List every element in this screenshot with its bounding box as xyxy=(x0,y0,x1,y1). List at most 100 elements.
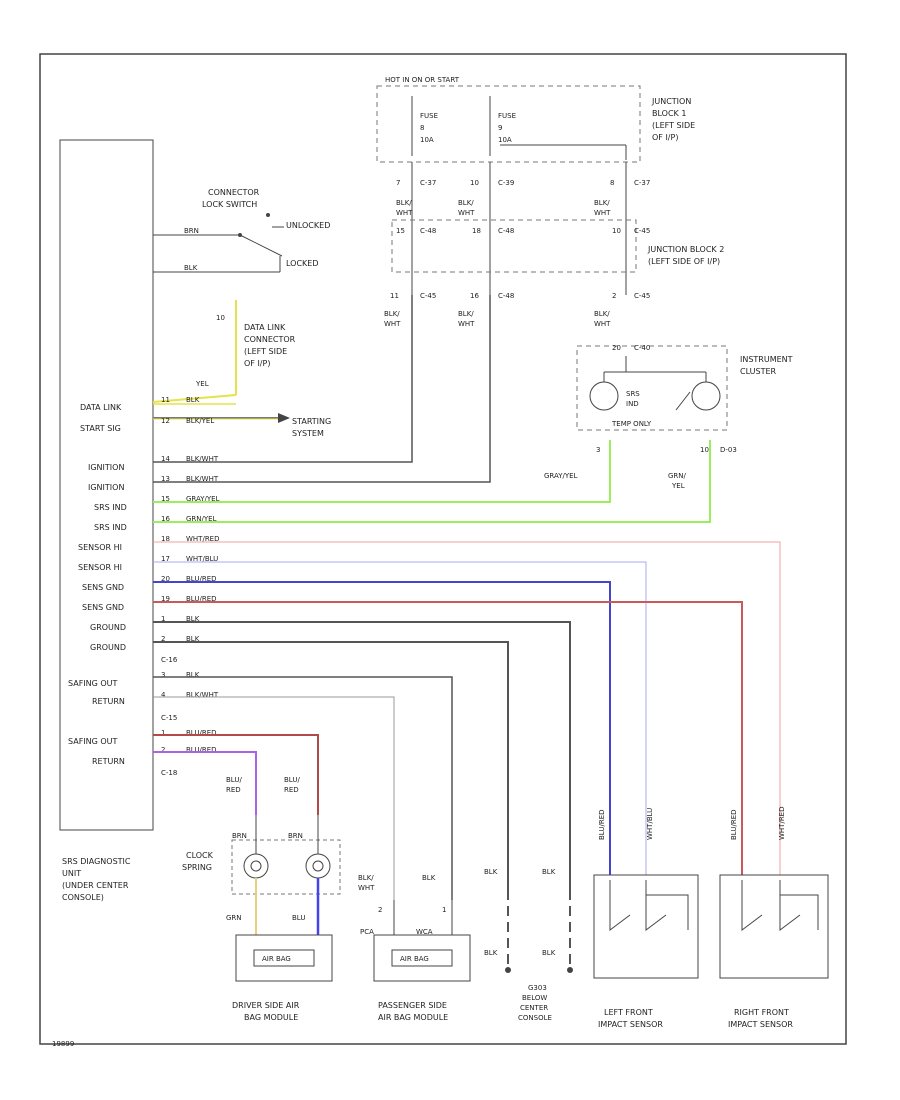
svg-text:DATA LINK: DATA LINK xyxy=(244,323,286,332)
svg-text:RIGHT FRONT: RIGHT FRONT xyxy=(734,1008,789,1017)
svg-text:BLK/WHT: BLK/WHT xyxy=(186,475,219,483)
svg-text:20: 20 xyxy=(161,575,170,583)
svg-text:C-37: C-37 xyxy=(420,179,436,187)
jb1-jb2-circuits: 7 C-37 BLK/ WHT 10 C-39 BLK/ WHT 8 C-37 … xyxy=(396,162,650,295)
left-front-impact-sensor: BLU/RED WHT/BLU LEFT FRONT IMPACT SENSOR xyxy=(593,808,699,1029)
svg-text:C-15: C-15 xyxy=(161,714,177,722)
svg-text:1: 1 xyxy=(161,729,165,737)
svg-text:10: 10 xyxy=(470,179,479,187)
svg-text:DRIVER SIDE AIR: DRIVER SIDE AIR xyxy=(232,1001,300,1010)
svg-text:2: 2 xyxy=(161,635,165,643)
svg-text:WHT: WHT xyxy=(458,209,475,217)
ground-icon xyxy=(505,967,511,973)
svg-text:CONSOLE): CONSOLE) xyxy=(62,893,104,902)
svg-text:10: 10 xyxy=(216,314,225,322)
svg-text:WHT: WHT xyxy=(384,320,401,328)
svg-text:3: 3 xyxy=(161,671,165,679)
svg-text:C-39: C-39 xyxy=(498,179,514,187)
svg-text:8: 8 xyxy=(420,124,424,132)
svg-text:GROUND: GROUND xyxy=(90,643,126,652)
ground-wires xyxy=(153,621,571,968)
svg-text:11: 11 xyxy=(161,396,170,404)
svg-text:IMPACT SENSOR: IMPACT SENSOR xyxy=(728,1020,793,1029)
passenger-airbag-module: BLK/ WHT BLK 2 1 PCA WCA AIR BAG PASSENG… xyxy=(358,874,471,1022)
svg-text:BLK: BLK xyxy=(484,868,498,876)
svg-text:BLK/: BLK/ xyxy=(396,199,412,207)
connector-lock-switch: CONNECTOR LOCK SWITCH UNLOCKED LOCKED BR… xyxy=(153,188,330,273)
svg-text:AIR BAG: AIR BAG xyxy=(400,955,429,963)
srs-unit-pins: DATA LINK START SIG IGNITION IGNITION SR… xyxy=(78,396,220,652)
svg-text:BLK/: BLK/ xyxy=(594,199,610,207)
svg-text:BLU/RED: BLU/RED xyxy=(186,575,217,583)
svg-text:SAFING OUT: SAFING OUT xyxy=(68,737,118,746)
svg-text:BLK: BLK xyxy=(542,868,556,876)
svg-text:SRS IND: SRS IND xyxy=(94,503,127,512)
svg-text:(LEFT SIDE OF I/P): (LEFT SIDE OF I/P) xyxy=(648,257,720,266)
svg-text:SPRING: SPRING xyxy=(182,863,212,872)
svg-text:WHT/BLU: WHT/BLU xyxy=(186,555,218,563)
svg-text:JUNCTION: JUNCTION xyxy=(651,97,691,106)
svg-text:RETURN: RETURN xyxy=(92,757,125,766)
svg-text:C-45: C-45 xyxy=(420,292,436,300)
svg-text:WHT: WHT xyxy=(594,320,611,328)
svg-text:2: 2 xyxy=(161,746,165,754)
junction-block-2: 15 C-48 18 C-48 10 C-45 JUNCTION BLOCK 2… xyxy=(391,219,724,273)
svg-text:G303: G303 xyxy=(528,984,547,992)
svg-text:C-16: C-16 xyxy=(161,656,178,664)
svg-text:10: 10 xyxy=(612,227,621,235)
svg-text:BLU/RED: BLU/RED xyxy=(598,809,606,840)
svg-text:CONNECTOR: CONNECTOR xyxy=(244,335,296,344)
svg-text:SENS GND: SENS GND xyxy=(82,583,124,592)
svg-text:BLU: BLU xyxy=(292,914,305,922)
svg-text:15: 15 xyxy=(161,495,170,503)
svg-text:13: 13 xyxy=(161,475,170,483)
ground-icon-2 xyxy=(567,967,573,973)
svg-text:10A: 10A xyxy=(498,136,512,144)
svg-text:14: 14 xyxy=(161,455,170,463)
svg-text:10: 10 xyxy=(700,446,709,454)
svg-text:RETURN: RETURN xyxy=(92,697,125,706)
sensor-hi-wires xyxy=(153,541,781,875)
svg-text:BLK: BLK xyxy=(186,615,200,623)
svg-text:BLK/YEL: BLK/YEL xyxy=(186,417,214,425)
svg-text:RED: RED xyxy=(226,786,241,794)
svg-text:BLK/: BLK/ xyxy=(594,310,610,318)
svg-text:JUNCTION BLOCK 2: JUNCTION BLOCK 2 xyxy=(647,245,724,254)
svg-text:IGNITION: IGNITION xyxy=(88,463,124,472)
svg-text:17: 17 xyxy=(161,555,170,563)
svg-text:SENS GND: SENS GND xyxy=(82,603,124,612)
svg-text:FUSE: FUSE xyxy=(420,112,438,120)
svg-text:IMPACT SENSOR: IMPACT SENSOR xyxy=(598,1020,663,1029)
svg-text:12: 12 xyxy=(161,417,170,425)
svg-text:1: 1 xyxy=(161,615,165,623)
svg-text:LOCK SWITCH: LOCK SWITCH xyxy=(202,200,257,209)
srs-lamp-icon-2 xyxy=(691,381,721,411)
hot-label: HOT IN ON OR START xyxy=(385,76,460,84)
ignition-wires xyxy=(153,295,491,483)
clock-spring: CLOCK SPRING BRN BRN GRN BLU xyxy=(182,815,341,935)
svg-text:SAFING OUT: SAFING OUT xyxy=(68,679,118,688)
svg-text:WHT: WHT xyxy=(396,209,413,217)
svg-text:WHT: WHT xyxy=(358,884,375,892)
svg-text:16: 16 xyxy=(470,292,479,300)
svg-text:BLK: BLK xyxy=(422,874,436,882)
svg-text:WHT/BLU: WHT/BLU xyxy=(646,808,654,840)
ground-point: BLK BLK BLK BLK G303 BELOW CENTER CONSOL… xyxy=(484,868,573,1022)
svg-text:SENSOR HI: SENSOR HI xyxy=(78,543,122,552)
svg-text:CLUSTER: CLUSTER xyxy=(740,367,777,376)
svg-text:WHT: WHT xyxy=(458,320,475,328)
svg-text:C-48: C-48 xyxy=(420,227,436,235)
svg-text:BLK: BLK xyxy=(484,949,498,957)
svg-text:GRAY/YEL: GRAY/YEL xyxy=(186,495,220,503)
svg-text:GRN: GRN xyxy=(226,914,242,922)
svg-text:OF I/P): OF I/P) xyxy=(652,133,678,142)
svg-text:2: 2 xyxy=(378,906,382,914)
c15-wires: C-15 SAFING OUT RETURN 1 2 BLU/RED BLU/R… xyxy=(68,714,319,815)
sensor-gnd-wires xyxy=(153,581,743,875)
svg-text:WHT/RED: WHT/RED xyxy=(186,535,220,543)
srs-lamp-icon xyxy=(589,381,619,411)
svg-text:BLK: BLK xyxy=(186,671,200,679)
svg-text:GRN/: GRN/ xyxy=(668,472,687,480)
svg-text:LOCKED: LOCKED xyxy=(286,259,319,268)
svg-text:BAG MODULE: BAG MODULE xyxy=(244,1013,298,1022)
